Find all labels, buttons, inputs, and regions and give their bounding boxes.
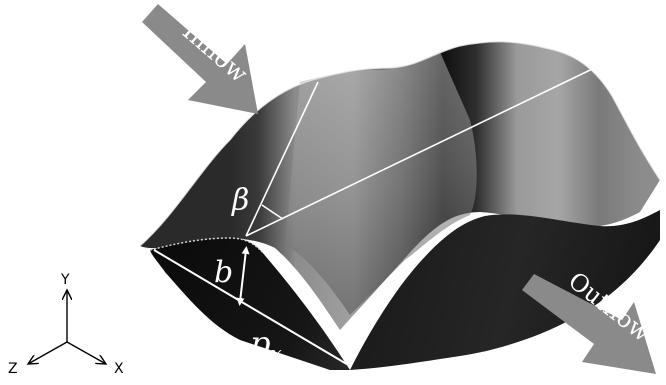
guide-line-beta-side [245, 81, 319, 237]
height-arrow-b [236, 246, 250, 306]
surface-right [350, 210, 660, 370]
beta-label: β [231, 183, 249, 218]
coordinate-axes: Y Z X [8, 272, 124, 377]
surface-band [285, 52, 477, 315]
guide-line-diagonal [245, 45, 641, 237]
b-label: b [214, 255, 233, 290]
inflow-arrow: Inflow [142, 4, 258, 114]
outflow-arrow-shape [522, 274, 656, 374]
width-line-px [153, 249, 351, 367]
px-label-p: p [250, 324, 270, 362]
surface-top-edge [139, 41, 661, 247]
surface-front-edge [149, 237, 263, 253]
guide-lines [153, 45, 641, 367]
px-label: px [250, 324, 282, 365]
z-axis-label: Z [8, 361, 18, 377]
y-axis-label: Y [60, 272, 70, 288]
angle-arc-beta [261, 204, 284, 220]
x-axis-line [66, 341, 106, 364]
px-label-subscript: x [270, 341, 281, 365]
x-axis-label: X [114, 361, 124, 377]
z-axis-line [28, 341, 68, 364]
inflow-arrow-shape [142, 4, 258, 114]
